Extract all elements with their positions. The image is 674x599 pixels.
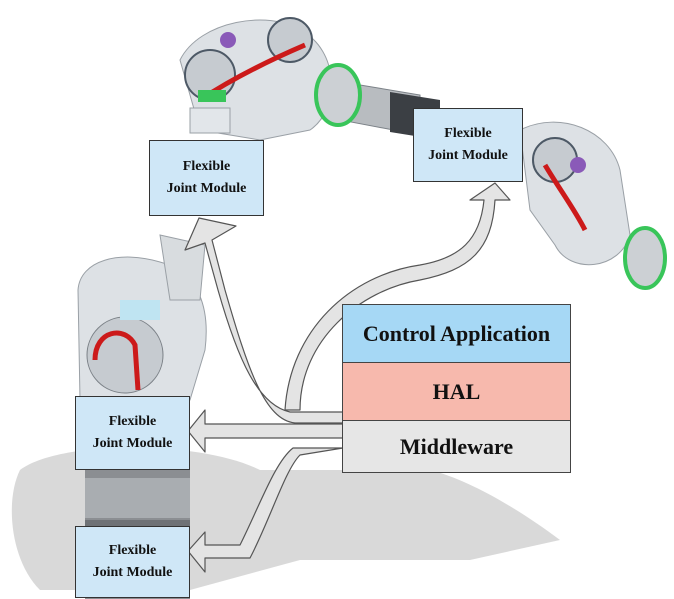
joint-module-label-line1: Flexible <box>444 126 492 141</box>
joint-module-box: Flexible Joint Module <box>75 526 190 598</box>
middleware-layer: Middleware <box>342 420 571 473</box>
communication-arrows <box>184 182 511 573</box>
joint-module-label-line2: Joint Module <box>92 565 173 580</box>
hal-layer: HAL <box>342 362 571 421</box>
joint-module-label-line2: Joint Module <box>92 436 173 451</box>
robot-wrist <box>519 121 667 290</box>
middleware-label: Middleware <box>399 433 514 459</box>
control-application-layer: Control Application <box>342 304 571 363</box>
arrow-to-joint-module-2 <box>284 182 511 411</box>
joint-module-label-line1: Flexible <box>108 414 157 429</box>
arrow-to-joint-module-1 <box>184 217 344 424</box>
arrow-to-joint-module-3 <box>187 409 344 453</box>
joint-module-label-line1: Flexible <box>182 159 231 174</box>
joint-module-label-line2: Joint Module <box>428 148 508 163</box>
joint-module-label-line2: Joint Module <box>166 181 247 196</box>
hal-label: HAL <box>432 378 481 404</box>
joint-module-box: Flexible Joint Module <box>75 396 190 470</box>
joint-module-box: Flexible Joint Module <box>413 108 523 182</box>
joint-module-box: Flexible Joint Module <box>149 140 264 216</box>
joint-module-label-line1: Flexible <box>108 543 157 558</box>
control-application-label: Control Application <box>362 320 551 346</box>
robot-elbow-joint <box>179 17 332 141</box>
